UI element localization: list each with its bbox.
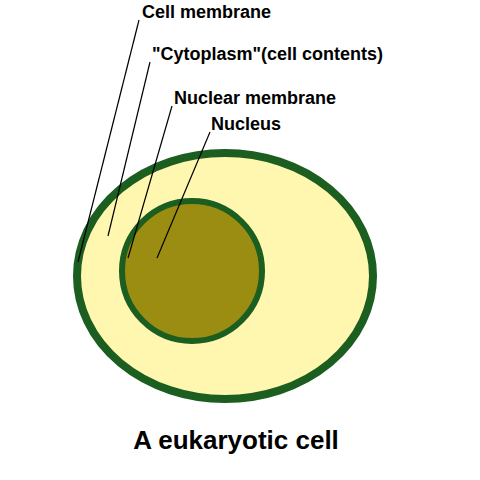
leader-line	[108, 62, 150, 236]
part-label: Nucleus	[211, 114, 281, 135]
cell-body	[77, 153, 373, 399]
part-label: Nuclear membrane	[174, 88, 336, 109]
caption: A eukaryotic cell	[133, 426, 339, 456]
leader-line	[128, 106, 172, 258]
leader-line	[157, 132, 210, 258]
leader-line	[78, 20, 139, 262]
nucleus-body	[122, 201, 262, 341]
part-label: "Cytoplasm"(cell contents)	[152, 44, 383, 65]
part-label: Cell membrane	[142, 2, 271, 23]
